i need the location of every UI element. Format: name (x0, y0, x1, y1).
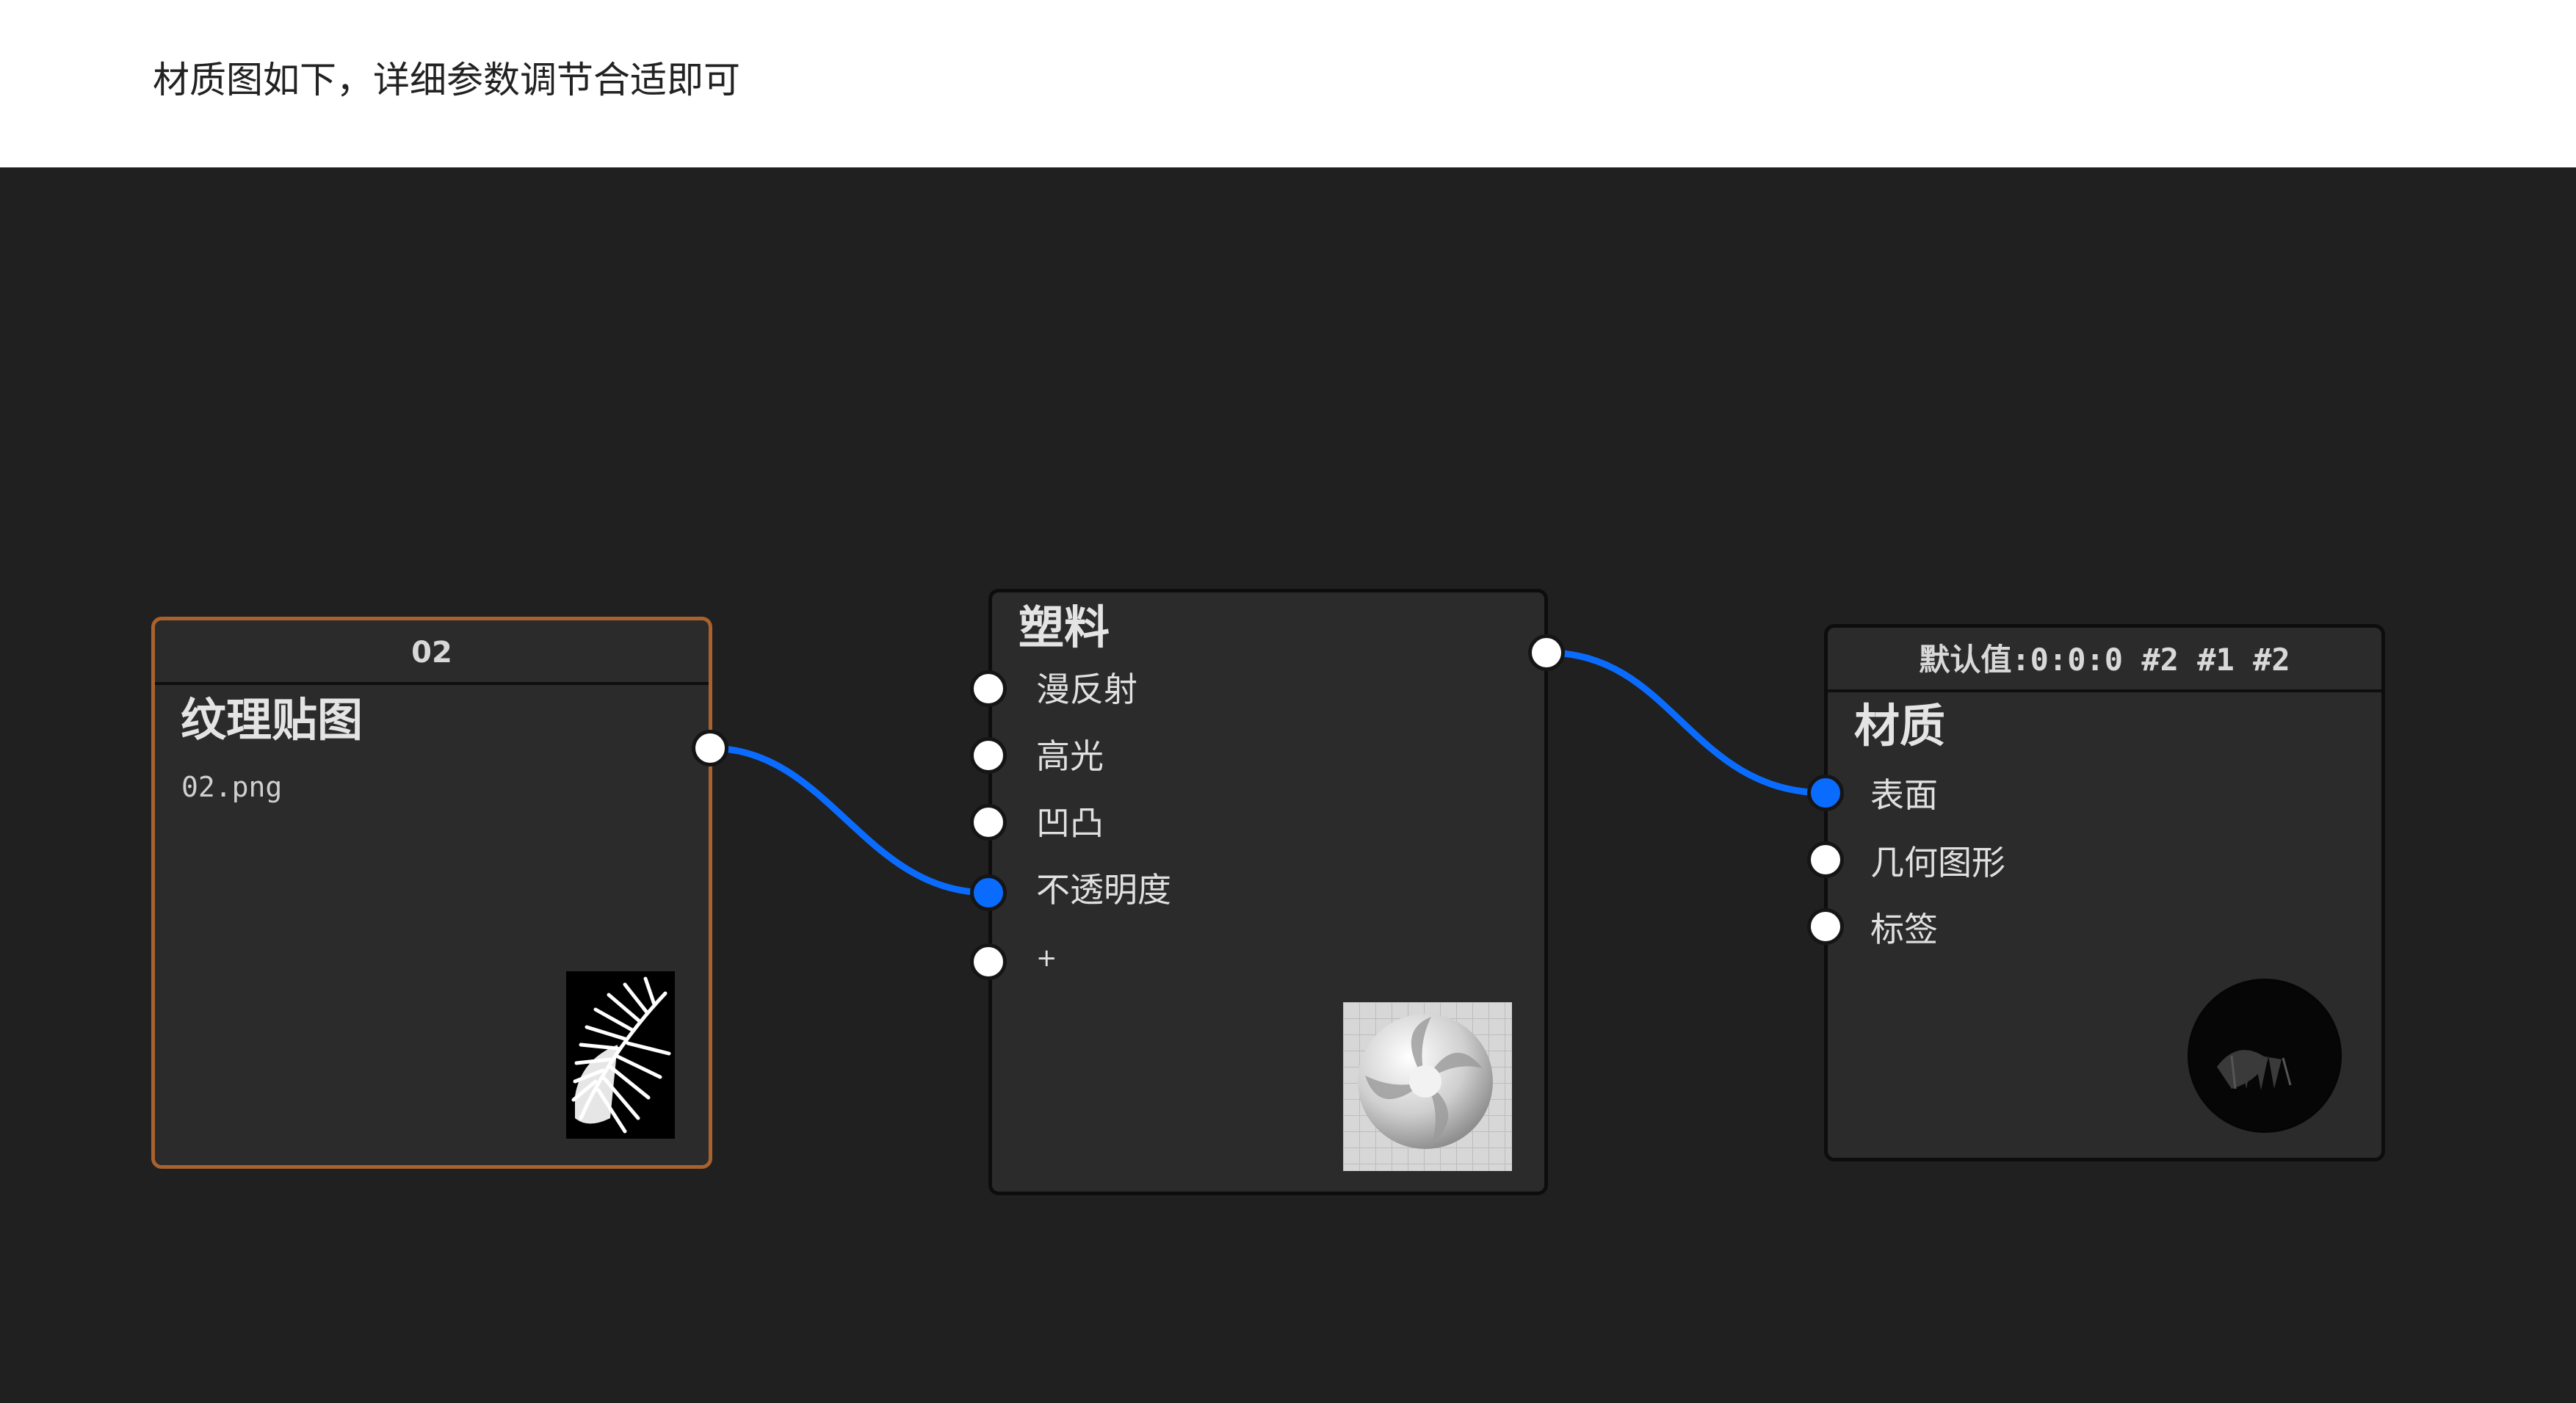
input-label-specular: 高光 (1036, 736, 1104, 776)
input-label-add[interactable]: + (1036, 943, 1057, 973)
material-output-node[interactable]: 默认值:0:0:0 #2 #1 #2 材质 表面 几何图形 标签 (1824, 624, 2385, 1161)
page-header: 材质图如下，详细参数调节合适即可 (0, 0, 2576, 167)
plastic-node[interactable]: 塑料 漫反射 高光 凹凸 不透明度 + (988, 589, 1548, 1195)
label-input-port[interactable] (1807, 908, 1844, 945)
input-label-label: 标签 (1870, 910, 1938, 949)
node-header: 02 (155, 620, 709, 685)
node-title: 纹理贴图 (181, 693, 363, 747)
input-label-geometry: 几何图形 (1870, 843, 2005, 882)
node-title: 材质 (1854, 699, 1946, 753)
add-input-port[interactable] (970, 943, 1007, 980)
material-preview-ball-icon (2188, 979, 2342, 1133)
input-label-bump: 凹凸 (1036, 803, 1104, 843)
wire-plastic-to-surface[interactable] (1543, 649, 1830, 797)
specular-input-port[interactable] (970, 737, 1007, 774)
input-label-opacity: 不透明度 (1036, 870, 1171, 910)
input-label-surface: 表面 (1870, 775, 1938, 815)
palm-leaf-texture-thumbnail-icon (566, 971, 675, 1139)
node-graph-canvas[interactable]: 02 纹理贴图 02.png (0, 167, 2576, 1403)
node-title: 塑料 (1019, 601, 1110, 654)
header-caption: 材质图如下，详细参数调节合适即可 (153, 59, 740, 101)
texture-map-node[interactable]: 02 纹理贴图 02.png (151, 617, 712, 1169)
node-header: 默认值:0:0:0 #2 #1 #2 (1828, 628, 2381, 692)
texture-output-port[interactable] (692, 730, 728, 766)
diffuse-input-port[interactable] (970, 670, 1007, 707)
bump-input-port[interactable] (970, 804, 1007, 841)
wire-texture-to-opacity[interactable] (706, 744, 992, 896)
input-label-diffuse: 漫反射 (1036, 670, 1137, 709)
plastic-output-port[interactable] (1528, 634, 1565, 671)
texture-filename: 02.png (181, 771, 283, 803)
material-sphere-preview-icon (1343, 1002, 1512, 1171)
geometry-input-port[interactable] (1807, 841, 1844, 878)
surface-input-port[interactable] (1807, 775, 1844, 811)
connection-wires (706, 649, 1830, 896)
opacity-input-port[interactable] (970, 874, 1007, 911)
